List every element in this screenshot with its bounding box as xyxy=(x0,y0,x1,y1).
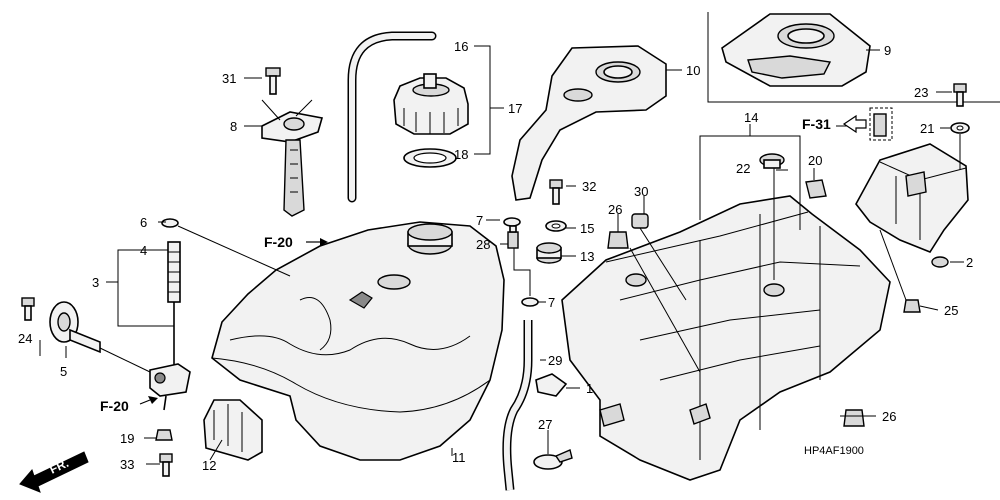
part-28-joint xyxy=(507,225,519,249)
callout-labels: 1 2 3 4 5 6 7 7 8 9 10 11 12 13 14 15 16… xyxy=(18,39,973,473)
callout-1: 1 xyxy=(586,381,593,396)
part-26-nut-upper xyxy=(607,231,629,249)
part-10-cover xyxy=(511,45,667,201)
callout-33: 33 xyxy=(120,457,134,472)
part-13-grommet xyxy=(536,242,562,264)
callout-25: 25 xyxy=(944,303,958,318)
part-12-bracket xyxy=(203,399,263,461)
part-22-cap xyxy=(759,153,785,169)
part-14-frame xyxy=(561,195,891,481)
callout-19: 19 xyxy=(120,431,134,446)
callout-27: 27 xyxy=(538,417,552,432)
part-31-bolt xyxy=(265,67,281,95)
part-33-bolt xyxy=(159,453,173,477)
callout-7-upper: 7 xyxy=(476,213,483,228)
callout-9: 9 xyxy=(884,43,891,58)
front-direction-arrow: FR. xyxy=(19,451,89,493)
part-1-clamp xyxy=(535,373,568,397)
part-30-cushion xyxy=(631,213,649,229)
f31-arrow xyxy=(842,107,893,141)
callout-26-upper: 26 xyxy=(608,202,622,217)
part-21-nut xyxy=(950,122,970,134)
callout-4: 4 xyxy=(140,243,147,258)
direction-label: FR. xyxy=(47,456,70,477)
part-5-fuel-cock-knob xyxy=(49,301,101,354)
callout-28: 28 xyxy=(476,237,490,252)
callout-17: 17 xyxy=(508,101,522,116)
callout-24: 24 xyxy=(18,331,32,346)
callout-6: 6 xyxy=(140,215,147,230)
part-26-nut-lower xyxy=(843,409,865,427)
part-25-nut xyxy=(903,299,921,313)
callout-30: 30 xyxy=(634,184,648,199)
callout-13: 13 xyxy=(580,249,594,264)
callout-3: 3 xyxy=(92,275,99,290)
leader-lines xyxy=(39,45,964,465)
callout-31: 31 xyxy=(222,71,236,86)
part-8-fuel-gauge xyxy=(261,111,324,217)
callout-14: 14 xyxy=(744,110,758,125)
part-4-filter xyxy=(167,241,181,370)
part-23-bolt xyxy=(953,83,967,107)
fuel-cock-assembly xyxy=(99,347,191,411)
callout-20: 20 xyxy=(808,153,822,168)
inset-frame xyxy=(707,12,1000,103)
part-20-pad xyxy=(805,179,827,199)
callout-29: 29 xyxy=(548,353,562,368)
callout-22: 22 xyxy=(736,161,750,176)
part-2-grommet xyxy=(931,256,949,268)
callout-15: 15 xyxy=(580,221,594,236)
callout-26-lower: 26 xyxy=(882,409,896,424)
part-19-nut xyxy=(155,429,173,441)
part-29-fuel-hose xyxy=(502,320,533,491)
callout-23: 23 xyxy=(914,85,928,100)
part-27-clamp xyxy=(533,449,573,470)
part-11-fuel-tank xyxy=(211,221,505,461)
part-9-cover xyxy=(721,13,871,87)
callout-12: 12 xyxy=(202,458,216,473)
callout-21: 21 xyxy=(920,121,934,136)
callout-32: 32 xyxy=(582,179,596,194)
part-24-bolt xyxy=(21,297,35,321)
callout-10: 10 xyxy=(686,63,700,78)
callout-7-lower: 7 xyxy=(548,295,555,310)
part-6-washer xyxy=(161,218,179,228)
f20-cock-arrow xyxy=(139,396,158,405)
part-17-fuel-cap xyxy=(393,73,469,135)
part-32-bolt xyxy=(549,179,563,205)
ref-f31: F-31 xyxy=(802,116,831,132)
diagram-code: HP4AF1900 xyxy=(804,445,864,457)
right-bracket xyxy=(855,113,969,253)
part-7-clip-lower xyxy=(521,297,539,307)
part-7-clip-upper xyxy=(503,217,521,227)
callout-2: 2 xyxy=(966,255,973,270)
callout-18: 18 xyxy=(454,147,468,162)
ref-f20-tank: F-20 xyxy=(264,234,293,250)
ref-f20-cock: F-20 xyxy=(100,398,129,414)
callout-11: 11 xyxy=(452,450,466,465)
callout-8: 8 xyxy=(230,119,237,134)
callout-16: 16 xyxy=(454,39,468,54)
part-15-collar xyxy=(545,220,567,232)
part-18-gasket xyxy=(403,148,457,168)
part-16-breather-hose xyxy=(347,31,437,203)
f20-tank-arrow xyxy=(306,238,328,246)
callout-5: 5 xyxy=(60,364,67,379)
